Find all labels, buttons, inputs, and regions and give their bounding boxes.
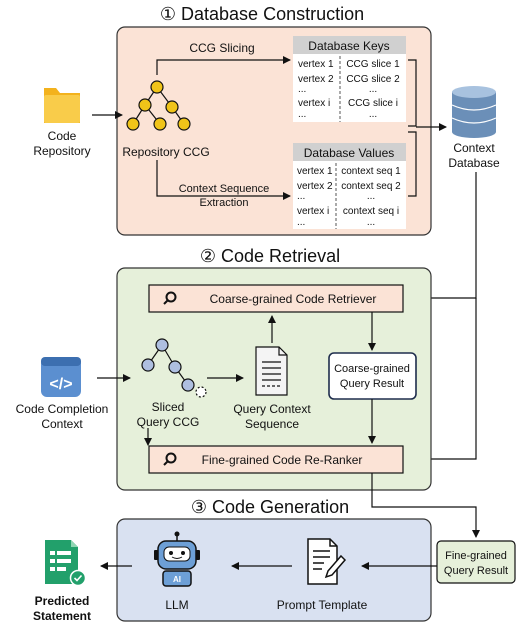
context-extraction-label-2: Extraction	[200, 197, 249, 209]
values-row-2-vertex: vertex 2	[297, 181, 333, 192]
coarse-result-box	[328, 352, 417, 400]
folder-icon	[44, 88, 80, 123]
context-database-label-2: Database	[448, 156, 500, 170]
database-keys-title: Database Keys	[308, 39, 389, 53]
keys-row-3-vertex: ...	[298, 84, 306, 95]
keys-bracket	[408, 59, 417, 127]
values-row-2-seq: context seq 2	[341, 181, 401, 192]
coarse-retriever-label: Coarse-grained Code Retriever	[210, 292, 377, 306]
sliced-query-ccg-graph	[141, 338, 207, 398]
code-file-icon: </>	[41, 357, 81, 397]
keys-row-4-vertex: vertex i	[298, 98, 330, 109]
section-title-code-retrieval: ② Code Retrieval	[200, 246, 340, 266]
arrow-reranker-to-fine-result	[371, 473, 480, 538]
keys-row-1-slice: CCG slice 1	[346, 59, 400, 70]
document-icon	[255, 346, 288, 396]
ccg-slicing-label: CCG Slicing	[189, 41, 254, 55]
section-title-database-construction: ① Database Construction	[160, 4, 364, 24]
robot-ai-badge: AI	[173, 575, 181, 584]
database-values-table: Database Values vertex 1 context seq 1 v…	[293, 143, 406, 229]
predicted-statement-icon	[45, 540, 87, 587]
context-database-label-1: Context	[453, 141, 495, 155]
llm-label: LLM	[165, 598, 188, 612]
query-context-label-1: Query Context	[233, 402, 311, 416]
values-row-4-seq: context seq i	[343, 206, 399, 217]
coarse-result-label-2: Query Result	[340, 378, 404, 390]
code-repository-label-1: Code	[48, 129, 77, 143]
fine-result-label-1: Fine-grained	[445, 550, 507, 562]
coarse-result-label-1: Coarse-grained	[334, 363, 410, 375]
keys-row-1-vertex: vertex 1	[298, 59, 334, 70]
keys-row-4-slice: CCG slice i	[348, 98, 398, 109]
values-bracket	[408, 131, 417, 197]
svg-text:</>: </>	[49, 376, 72, 393]
values-row-4-vertex: vertex i	[297, 206, 329, 217]
values-row-5-seq: ...	[367, 217, 375, 228]
values-row-1-seq: context seq 1	[341, 166, 401, 177]
predicted-label-2: Statement	[33, 609, 91, 623]
values-row-3-vertex: ...	[297, 191, 305, 202]
fine-result-label-2: Query Result	[444, 565, 508, 577]
values-row-1-vertex: vertex 1	[297, 166, 333, 177]
sliced-ccg-label-2: Query CCG	[137, 415, 200, 429]
keys-row-3-slice: ...	[369, 84, 377, 95]
repository-ccg-label: Repository CCG	[122, 145, 209, 159]
reranker-label: Fine-grained Code Re-Ranker	[202, 453, 363, 467]
query-context-label-2: Sequence	[245, 417, 299, 431]
search-icon	[163, 291, 177, 305]
code-generation-panel	[116, 518, 432, 622]
robot-icon: AI	[154, 531, 200, 587]
section-title-code-generation: ③ Code Generation	[191, 497, 349, 517]
repository-ccg-graph	[126, 80, 191, 131]
keys-row-5-slice: ...	[369, 109, 377, 120]
coarse-retriever-box	[148, 284, 404, 313]
fine-result-box	[436, 540, 516, 584]
values-row-3-seq: ...	[367, 191, 375, 202]
search-icon	[163, 452, 177, 466]
predicted-label-1: Predicted	[35, 594, 90, 608]
code-repository-label-2: Repository	[33, 144, 90, 158]
keys-row-2-slice: CCG slice 2	[346, 74, 400, 85]
arrow-context-extraction	[156, 160, 291, 200]
reranker-box	[148, 445, 404, 474]
code-completion-label-2: Context	[41, 417, 83, 431]
database-values-title: Database Values	[304, 146, 395, 160]
values-row-5-vertex: ...	[297, 217, 305, 228]
database-icon	[451, 86, 497, 138]
prompt-template-icon	[307, 538, 347, 585]
code-completion-label-1: Code Completion	[16, 402, 109, 416]
sliced-ccg-label-1: Sliced	[152, 400, 185, 414]
arrow-ccg-slicing	[156, 56, 291, 75]
prompt-template-label: Prompt Template	[277, 598, 368, 612]
context-extraction-label-1: Context Sequence	[179, 183, 270, 195]
keys-row-5-vertex: ...	[298, 109, 306, 120]
database-keys-table: Database Keys vertex 1 CCG slice 1 verte…	[293, 36, 406, 122]
keys-row-2-vertex: vertex 2	[298, 74, 334, 85]
